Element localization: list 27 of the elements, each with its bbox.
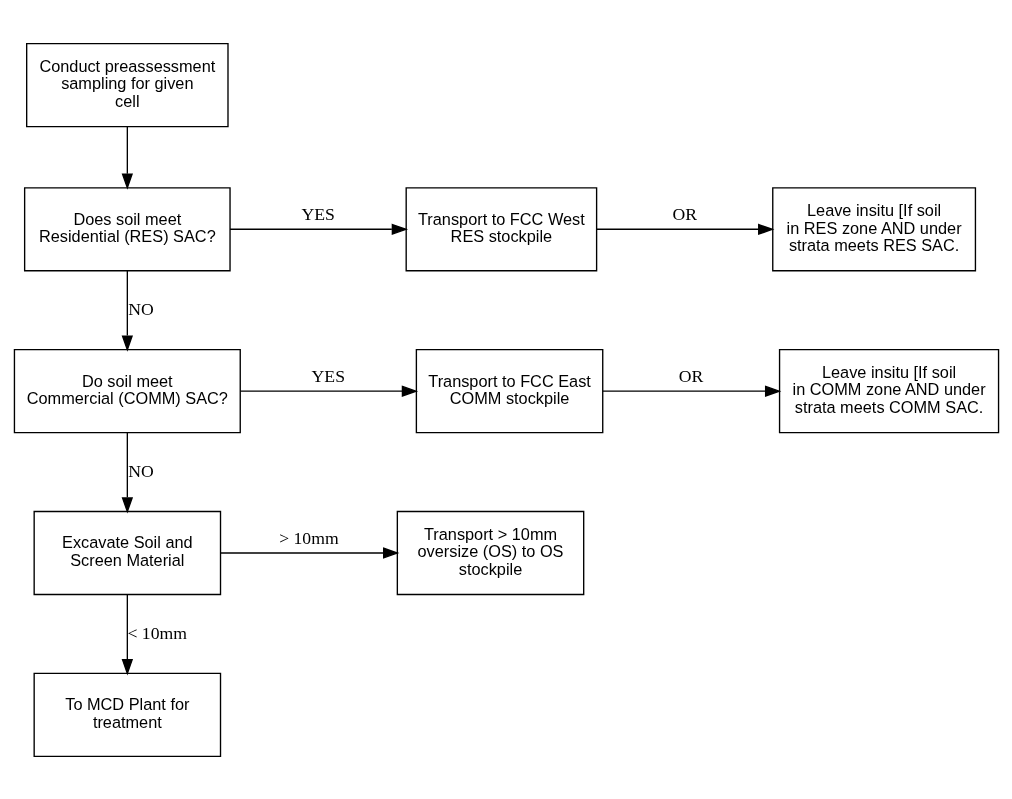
node-box: Conduct preassessment sampling for given cell	[25, 42, 229, 127]
edge-label: YES	[311, 365, 345, 386]
edge-label: YES	[300, 203, 335, 224]
arrow	[601, 384, 781, 397]
node-box: Leave insitu [If soil in RES zone AND under strata meets RES SAC.	[771, 186, 976, 271]
arrow	[121, 269, 133, 352]
arrow	[219, 546, 399, 559]
arrow	[121, 125, 133, 190]
node-box: To MCD Plant for treatment	[33, 672, 221, 757]
node-box: Transport to FCC East COMM stockpile	[415, 348, 603, 433]
arrow	[121, 431, 133, 514]
node-box: Leave insitu [If soil in COMM zone AND under strata meets COMM SAC.	[778, 348, 999, 433]
edge-label: > 10mm	[278, 527, 339, 548]
arrow	[121, 593, 133, 675]
edge-label: OR	[678, 365, 703, 386]
node-box: Excavate Soil and Screen Material	[33, 510, 221, 595]
edge-label: NO	[127, 298, 154, 319]
edge-label: OR	[671, 203, 697, 224]
node-box: Do soil meet Commercial (COMM) SAC?	[13, 348, 241, 433]
edge-label: NO	[127, 460, 154, 481]
arrow	[595, 223, 774, 235]
node-box: Transport > 10mm oversize (OS) to OS stockpile	[396, 510, 584, 595]
arrow	[239, 384, 418, 397]
node-box: Transport to FCC West RES stockpile	[405, 186, 597, 271]
arrow	[228, 223, 408, 235]
node-box: Does soil meet Residential (RES) SAC?	[23, 186, 231, 271]
edge-label: < 10mm	[126, 622, 187, 643]
